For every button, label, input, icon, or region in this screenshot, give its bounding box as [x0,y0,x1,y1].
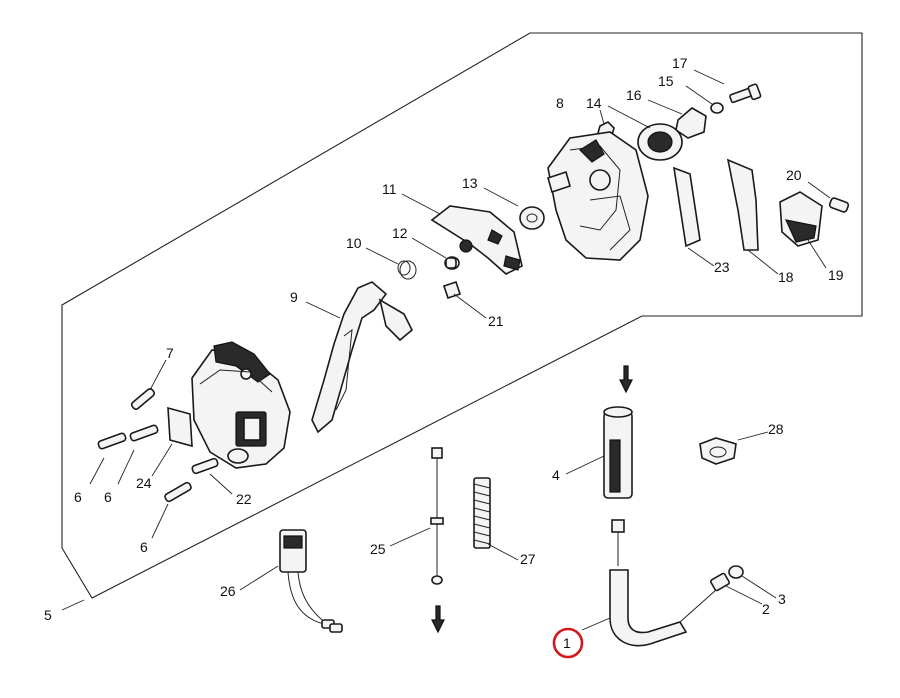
callout-15[interactable]: 15 [658,73,674,89]
callout-24[interactable]: 24 [136,475,152,491]
callout-1[interactable]: 1 [563,635,571,651]
callout-21[interactable]: 21 [488,313,504,329]
part-6-screw-c[interactable] [164,481,192,503]
part-26-sensor[interactable] [279,529,343,633]
part-12-bushing[interactable] [444,256,460,270]
callout-6[interactable]: 6 [140,539,148,555]
part-14-bearing[interactable] [637,123,683,161]
callout-12[interactable]: 12 [392,225,408,241]
callout-6[interactable]: 6 [74,489,82,505]
callout-16[interactable]: 16 [626,87,642,103]
part-6-screw-b[interactable] [129,424,159,442]
callout-11[interactable]: 11 [382,181,397,197]
callout-13[interactable]: 13 [462,175,478,191]
part-3-cap[interactable] [728,565,744,579]
callout-25[interactable]: 25 [370,541,386,557]
callout-28[interactable]: 28 [768,421,784,437]
callout-5[interactable]: 5 [44,607,52,623]
leader-lines [61,69,831,631]
callout-2[interactable]: 2 [762,601,770,617]
upper-housing[interactable] [547,131,649,261]
lower-housing[interactable] [191,341,291,469]
callout-10[interactable]: 10 [346,235,362,251]
part-22-screw[interactable] [191,457,219,475]
part-19-bracket[interactable] [779,191,823,247]
part-24-gasket[interactable] [167,406,193,448]
part-4-sleeve[interactable] [603,406,633,499]
assembly-frame [61,32,863,599]
part-9-main-lever[interactable] [311,281,413,434]
callout-22[interactable]: 22 [236,491,252,507]
callout-23[interactable]: 23 [714,259,730,275]
callout-20[interactable]: 20 [786,167,802,183]
callout-14[interactable]: 14 [586,95,602,111]
part-25-rod[interactable] [430,447,444,585]
part-7-screw[interactable] [130,388,156,411]
part-20-screw[interactable] [828,197,850,213]
part-6-screw-a[interactable] [97,432,127,450]
part-10-spring[interactable] [397,260,417,280]
part-1-heating-element[interactable] [609,519,717,647]
arrow-down-icon [431,605,445,634]
part-13-washer[interactable] [519,206,545,230]
part-16-nut[interactable] [675,107,707,139]
callout-19[interactable]: 19 [828,267,844,283]
callout-4[interactable]: 4 [552,467,560,483]
callout-8[interactable]: 8 [556,95,564,111]
part-15-washer[interactable] [710,102,724,114]
part-21-block[interactable] [442,280,462,300]
highlight-circle [552,627,584,659]
part-2-connector[interactable] [710,572,730,592]
part-27-spring[interactable] [473,477,491,549]
callout-27[interactable]: 27 [520,551,536,567]
part-28-clip[interactable] [699,437,737,465]
part-11-lever[interactable] [430,205,523,275]
callout-9[interactable]: 9 [290,289,298,305]
callout-26[interactable]: 26 [220,583,236,599]
arrow-down-icon [619,365,633,394]
callout-3[interactable]: 3 [778,591,786,607]
part-17-bolt[interactable] [729,83,762,104]
callout-17[interactable]: 17 [672,55,688,71]
part-23-gasket[interactable] [673,166,701,248]
callout-18[interactable]: 18 [778,269,794,285]
callout-6[interactable]: 6 [104,489,112,505]
callout-7[interactable]: 7 [166,345,174,361]
part-18-shield[interactable] [726,158,759,251]
